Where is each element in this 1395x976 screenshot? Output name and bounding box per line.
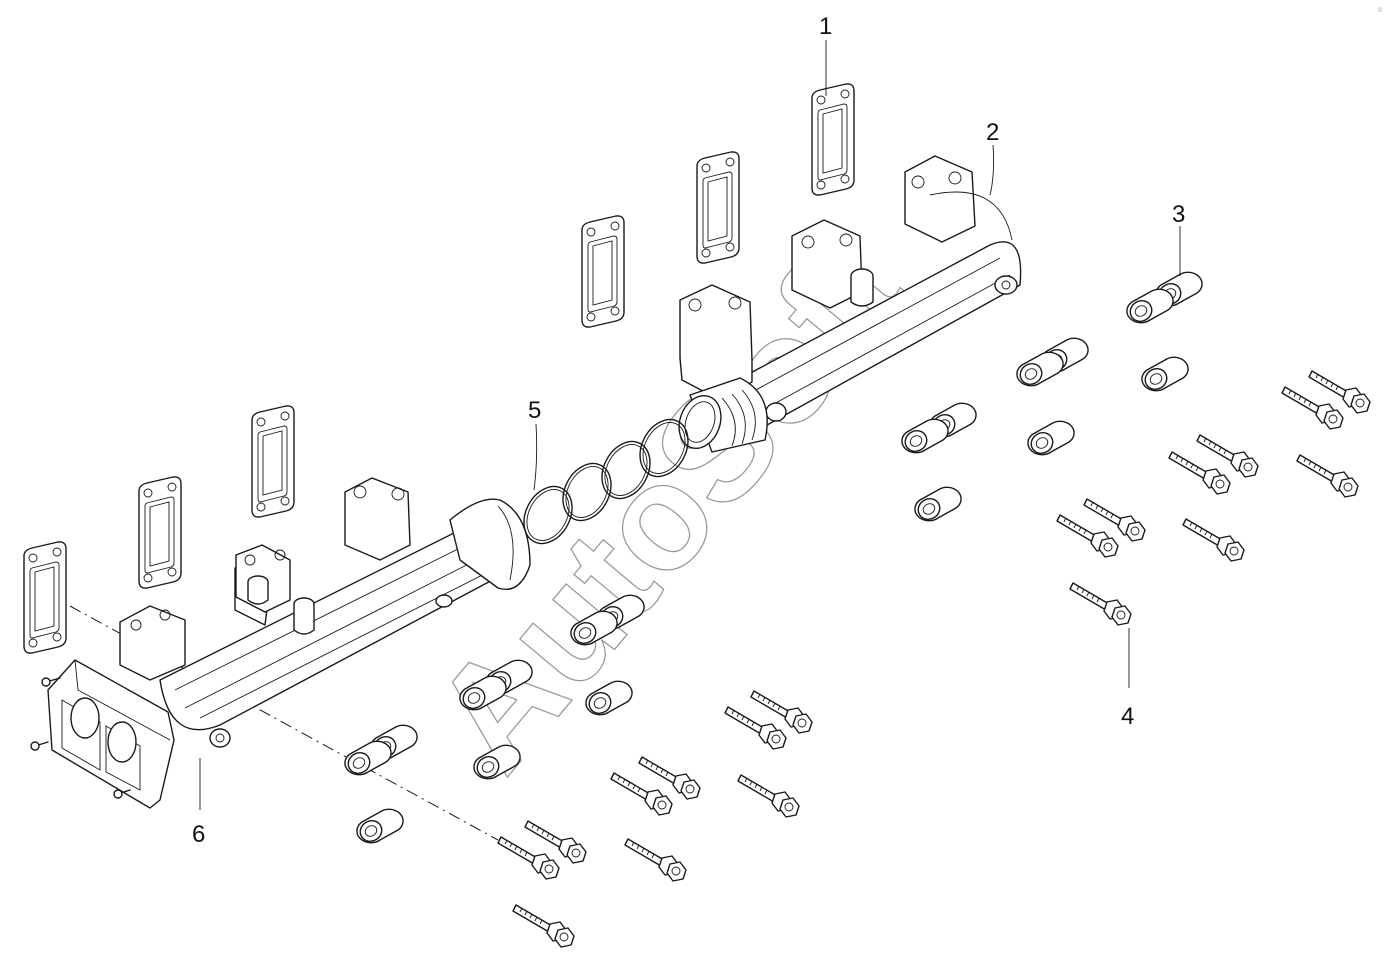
bolt	[1182, 518, 1245, 562]
spacer	[1026, 420, 1075, 458]
spacer	[1015, 351, 1064, 389]
bolt	[1296, 454, 1359, 498]
leader-lines	[199, 40, 1181, 810]
callouts: 1 2 3 4 5 6	[192, 13, 1185, 848]
bolt	[1056, 514, 1119, 558]
bolt	[1069, 582, 1132, 626]
leader-2	[989, 144, 995, 196]
bolt	[512, 904, 575, 948]
spacer	[900, 418, 949, 456]
spacer	[1125, 288, 1174, 326]
gasket-lower-2	[138, 476, 182, 589]
spacer	[1140, 356, 1189, 394]
bolt	[1281, 386, 1344, 430]
bolt	[724, 706, 787, 750]
gasket-upper-2	[696, 151, 740, 264]
gasket-upper-1	[581, 215, 625, 328]
bolt	[497, 836, 560, 880]
gasket-lower-3	[251, 405, 295, 518]
callout-2: 2	[986, 119, 999, 146]
bolt	[737, 774, 800, 818]
gasket-upper-3	[811, 83, 855, 196]
spacer	[913, 486, 962, 524]
bolt	[610, 772, 673, 816]
spacer	[343, 740, 392, 778]
callout-4: 4	[1121, 703, 1134, 730]
bolt	[624, 838, 687, 882]
corner-mark: ©	[1378, 7, 1383, 14]
callout-5: 5	[528, 397, 541, 424]
gasket-lower-1	[23, 541, 67, 654]
callout-6: 6	[192, 821, 205, 848]
leader-5	[533, 423, 538, 491]
bolt	[1168, 451, 1231, 495]
lower-manifold-section	[23, 405, 531, 809]
upper-manifold-section	[581, 83, 1022, 453]
callout-3: 3	[1172, 201, 1185, 228]
spacer	[355, 808, 404, 846]
callout-1: 1	[819, 13, 832, 40]
